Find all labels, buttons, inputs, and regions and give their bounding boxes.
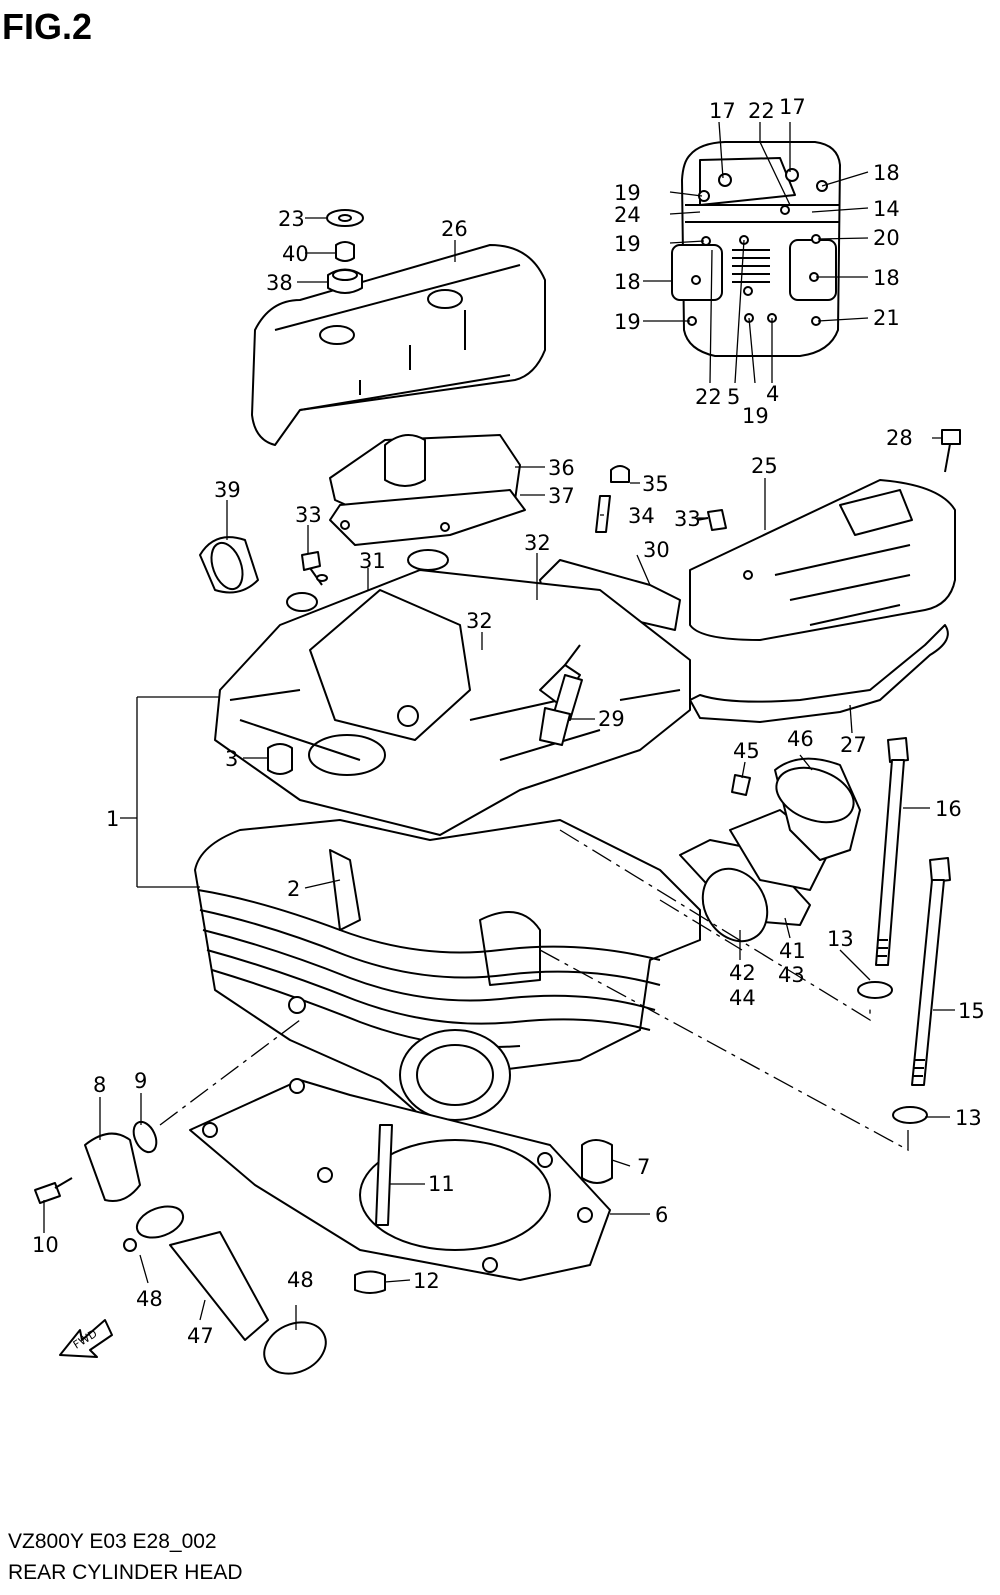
callout-11: 11 <box>428 1172 455 1196</box>
callout-23: 23 <box>278 207 305 231</box>
callout-48: 48 <box>136 1287 163 1311</box>
callout-28: 28 <box>886 426 913 450</box>
callout-19: 19 <box>614 232 641 256</box>
callout-39: 39 <box>214 478 241 502</box>
leader-lines <box>43 121 955 1330</box>
gasket-27 <box>689 624 949 723</box>
callout-46: 46 <box>787 727 814 751</box>
callout-2: 2 <box>287 877 300 901</box>
callout-1: 1 <box>106 807 119 831</box>
callout-21: 21 <box>873 306 900 330</box>
callout-33: 33 <box>674 507 701 531</box>
callout-26: 26 <box>441 217 468 241</box>
callout-12: 12 <box>413 1269 440 1293</box>
callout-31: 31 <box>359 549 386 573</box>
callout-32: 32 <box>466 609 493 633</box>
callout-17: 17 <box>709 99 736 123</box>
callout-37: 37 <box>548 484 575 508</box>
plug-39 <box>199 536 259 594</box>
callout-41: 41 <box>779 939 806 963</box>
callout-48: 48 <box>287 1268 314 1292</box>
callout-5: 5 <box>727 385 740 409</box>
callout-47: 47 <box>187 1324 214 1348</box>
callout-labels: 17 22 17 18 19 24 14 19 20 18 18 19 21 2… <box>32 95 985 1348</box>
callout-34: 34 <box>628 504 655 528</box>
callout-44: 44 <box>729 986 756 1010</box>
callout-19: 19 <box>614 310 641 334</box>
callout-42: 42 <box>729 961 756 985</box>
callout-9: 9 <box>134 1069 147 1093</box>
fwd-arrow-icon: FWD <box>59 1319 113 1358</box>
small-bolts <box>301 429 961 586</box>
callout-3: 3 <box>225 747 238 771</box>
callout-22: 22 <box>748 99 775 123</box>
callout-27: 27 <box>840 733 867 757</box>
callout-6: 6 <box>655 1203 668 1227</box>
callout-29: 29 <box>598 707 625 731</box>
callout-15: 15 <box>958 999 985 1023</box>
head-cover-25 <box>689 479 956 641</box>
breather-cover <box>329 434 526 546</box>
callout-17: 17 <box>779 95 806 119</box>
callout-36: 36 <box>548 456 575 480</box>
callout-7: 7 <box>637 1155 650 1179</box>
spark-plug-29 <box>539 674 583 746</box>
intake-assembly <box>679 757 861 943</box>
callout-25: 25 <box>751 454 778 478</box>
callout-18: 18 <box>614 270 641 294</box>
callout-43: 43 <box>778 963 805 987</box>
base-gasket-6 <box>189 1078 611 1281</box>
water-fitting <box>34 1120 327 1375</box>
callout-19: 19 <box>742 404 769 428</box>
cylinder-head <box>194 549 701 1121</box>
callout-33: 33 <box>295 503 322 527</box>
callout-4: 4 <box>766 382 779 406</box>
callout-30: 30 <box>643 538 670 562</box>
nut-12 <box>354 1270 386 1294</box>
callout-35: 35 <box>642 472 669 496</box>
callout-20: 20 <box>873 226 900 250</box>
callout-8: 8 <box>93 1073 106 1097</box>
callout-22: 22 <box>695 385 722 409</box>
washer-13b <box>892 1106 928 1124</box>
diagram-code: VZ800Y E03 E28_002 <box>8 1530 217 1553</box>
long-bolts <box>875 737 951 1086</box>
dowel-7 <box>581 1139 613 1184</box>
callout-16: 16 <box>935 797 962 821</box>
figure-title: FIG.2 <box>2 6 93 47</box>
washer-13a <box>857 981 893 999</box>
callout-32: 32 <box>524 531 551 555</box>
callout-18: 18 <box>873 266 900 290</box>
callout-24: 24 <box>614 203 641 227</box>
callout-10: 10 <box>32 1233 59 1257</box>
sleeve-3 <box>267 743 293 775</box>
callout-14: 14 <box>873 197 900 221</box>
stud-11 <box>375 1124 393 1226</box>
top-small-parts <box>326 209 364 294</box>
gasket-plate <box>671 141 841 357</box>
chrome-cover-26 <box>251 244 546 446</box>
diagram-caption: REAR CYLINDER HEAD <box>8 1561 243 1584</box>
callout-13: 13 <box>955 1106 982 1130</box>
callout-38: 38 <box>266 271 293 295</box>
callout-13: 13 <box>827 927 854 951</box>
callout-19: 19 <box>614 181 641 205</box>
callout-45: 45 <box>733 739 760 763</box>
callout-40: 40 <box>282 242 309 266</box>
callout-18: 18 <box>873 161 900 185</box>
